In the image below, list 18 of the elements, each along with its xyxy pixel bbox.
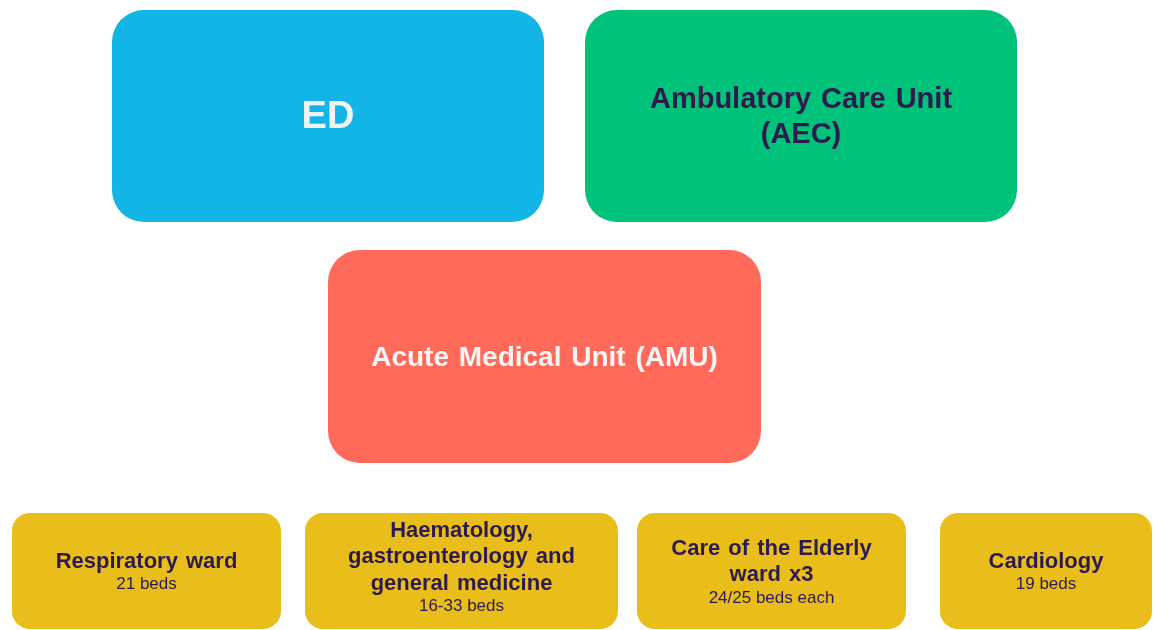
bed-count: 21 beds — [116, 574, 177, 594]
ward-box — [940, 513, 1152, 629]
ward-box — [637, 513, 906, 629]
bed-count: 19 beds — [1015, 574, 1077, 594]
ward-box — [305, 513, 618, 629]
unit-box — [328, 250, 761, 463]
unit-name: Respiratory ward — [55, 548, 238, 575]
unit-name: Cardiology — [988, 548, 1104, 575]
unit-name: Ambulatory Care Unit (AEC) — [648, 81, 954, 151]
unit-name: Acute Medical Unit (AMU) — [371, 339, 718, 374]
bed-count: 24/25 beds each — [708, 587, 835, 608]
unit-name: Haematology, gastroenterology and general medicine — [347, 517, 576, 597]
ward-box — [12, 513, 281, 629]
unit-name: ED — [301, 93, 355, 139]
unit-box — [112, 10, 544, 222]
bed-count: 16-33 beds — [418, 596, 505, 616]
unit-box — [585, 10, 1017, 222]
unit-name: Care of the Elderly ward x3 — [670, 534, 873, 588]
